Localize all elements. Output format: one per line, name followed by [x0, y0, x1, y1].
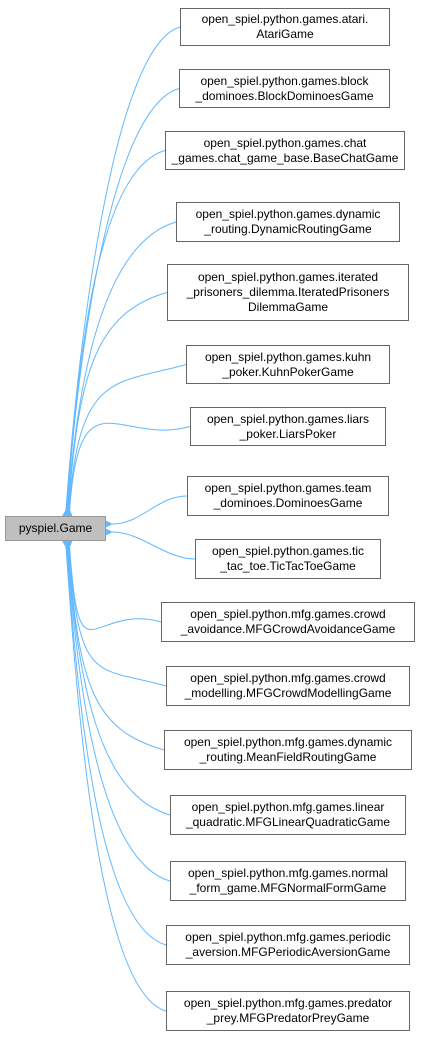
class-node-15[interactable]: open_spiel.python.mfg.games.predator_pre…: [166, 991, 410, 1031]
inheritance-edge-9: [65, 539, 162, 630]
class-node-label-line: open_spiel.python.games.iterated: [197, 270, 379, 284]
inheritance-edge-3: [63, 221, 177, 518]
class-node-1[interactable]: open_spiel.python.games.block_dominoes.B…: [179, 69, 390, 108]
class-node-6[interactable]: open_spiel.python.games.liars_poker.Liar…: [190, 407, 386, 446]
class-node-label-line: open_spiel.python.games.kuhn: [204, 349, 372, 364]
class-node-7[interactable]: open_spiel.python.games.team_dominoes.Do…: [187, 476, 389, 516]
class-node-8[interactable]: open_spiel.python.games.tic_tac_toe.TicT…: [195, 539, 381, 579]
class-node-label-line: _routing.DynamicRoutingGame: [204, 222, 372, 236]
class-node-12[interactable]: open_spiel.python.mfg.games.linear_quadr…: [170, 795, 406, 835]
inheritance-edge-7: [104, 495, 188, 529]
class-node-label-line: _dominoes.BlockDominoesGame: [195, 88, 374, 103]
class-node-label-line: open_spiel.python.games.team: [204, 481, 372, 495]
class-node-label-line: open_spiel.python.mfg.games.linear: [191, 800, 385, 814]
class-node-label-line: _modelling.MFGCrowdModellingGame: [184, 686, 392, 700]
inheritance-edge-2: [62, 150, 166, 518]
class-node-2[interactable]: open_spiel.python.games.chat_games.chat_…: [165, 131, 405, 170]
class-node-label-line: _routing.MeanFieldRoutingGame: [199, 750, 377, 764]
inheritance-edge-15: [61, 539, 167, 1012]
inheritance-edge-4: [63, 292, 168, 518]
inheritance-edge-10: [64, 539, 167, 687]
class-node-label-line: DilemmaGame: [247, 300, 328, 314]
class-node-label-line: open_spiel.python.games.atari.: [201, 12, 369, 26]
class-node-label-line: _aversion.MFGPeriodicAversionGame: [185, 945, 391, 959]
class-node-label-line: open_spiel.python.games.tic: [211, 544, 365, 558]
inheritance-edge-6: [65, 422, 191, 518]
class-node-label-line: _games.chat_game_base.BaseChatGame: [171, 150, 399, 165]
class-node-9[interactable]: open_spiel.python.mfg.games.crowd_avoida…: [161, 602, 415, 642]
class-node-label-line: open_spiel.python.mfg.games.crowd: [190, 607, 386, 621]
inheritance-edge-12: [63, 539, 171, 816]
class-node-0[interactable]: open_spiel.python.games.atari.AtariGame: [180, 8, 390, 46]
class-node-label-line: open_spiel.python.games.chat: [203, 135, 367, 150]
class-node-label-line: open_spiel.python.games.liars: [206, 411, 370, 426]
class-node-label-line: open_spiel.python.mfg.games.predator: [183, 996, 393, 1010]
class-node-5[interactable]: open_spiel.python.games.kuhn_poker.KuhnP…: [186, 345, 390, 384]
class-node-label-line: _prisoners_dilemma.IteratedPrisoners: [186, 285, 390, 299]
base-class-label: pyspiel.Game: [18, 521, 93, 535]
class-node-label-line: _poker.LiarsPoker: [239, 426, 337, 441]
class-node-label-line: _avoidance.MFGCrowdAvoidanceGame: [180, 622, 396, 636]
class-node-3[interactable]: open_spiel.python.games.dynamic_routing.…: [176, 202, 400, 242]
class-node-label-line: _prey.MFGPredatorPreyGame: [206, 1011, 370, 1025]
class-node-13[interactable]: open_spiel.python.mfg.games.normal_form_…: [170, 861, 406, 901]
inheritance-edge-14: [62, 539, 167, 946]
class-node-label-line: open_spiel.python.mfg.games.dynamic: [183, 735, 393, 749]
class-node-label-line: _tac_toe.TicTacToeGame: [220, 559, 356, 573]
class-node-label-line: open_spiel.python.mfg.games.crowd: [190, 671, 386, 685]
class-node-label-line: AtariGame: [256, 27, 314, 41]
inheritance-edge-8: [104, 527, 196, 560]
class-node-label-line: open_spiel.python.mfg.games.periodic: [185, 930, 391, 944]
class-node-label-line: _form_game.MFGNormalFormGame: [189, 881, 387, 895]
class-node-14[interactable]: open_spiel.python.mfg.games.periodic_ave…: [166, 925, 410, 965]
class-node-11[interactable]: open_spiel.python.mfg.games.dynamic_rout…: [164, 730, 412, 770]
inheritance-edge-13: [62, 539, 171, 882]
class-node-label-line: _quadratic.MFGLinearQuadraticGame: [185, 815, 391, 829]
class-node-label-line: open_spiel.python.mfg.games.normal: [187, 866, 389, 880]
base-class-node: pyspiel.Game: [5, 516, 106, 541]
class-node-10[interactable]: open_spiel.python.mfg.games.crowd_modell…: [166, 666, 410, 706]
class-node-label-line: _dominoes.DominoesGame: [213, 496, 363, 510]
inheritance-edge-0: [61, 26, 181, 518]
class-node-label-line: _poker.KuhnPokerGame: [222, 364, 354, 379]
class-node-4[interactable]: open_spiel.python.games.iterated_prisone…: [167, 264, 409, 321]
inheritance-edge-11: [63, 539, 165, 751]
class-node-label-line: open_spiel.python.games.dynamic: [195, 207, 381, 221]
class-node-label-line: open_spiel.python.games.block: [200, 73, 369, 88]
inheritance-edge-5: [64, 364, 187, 518]
